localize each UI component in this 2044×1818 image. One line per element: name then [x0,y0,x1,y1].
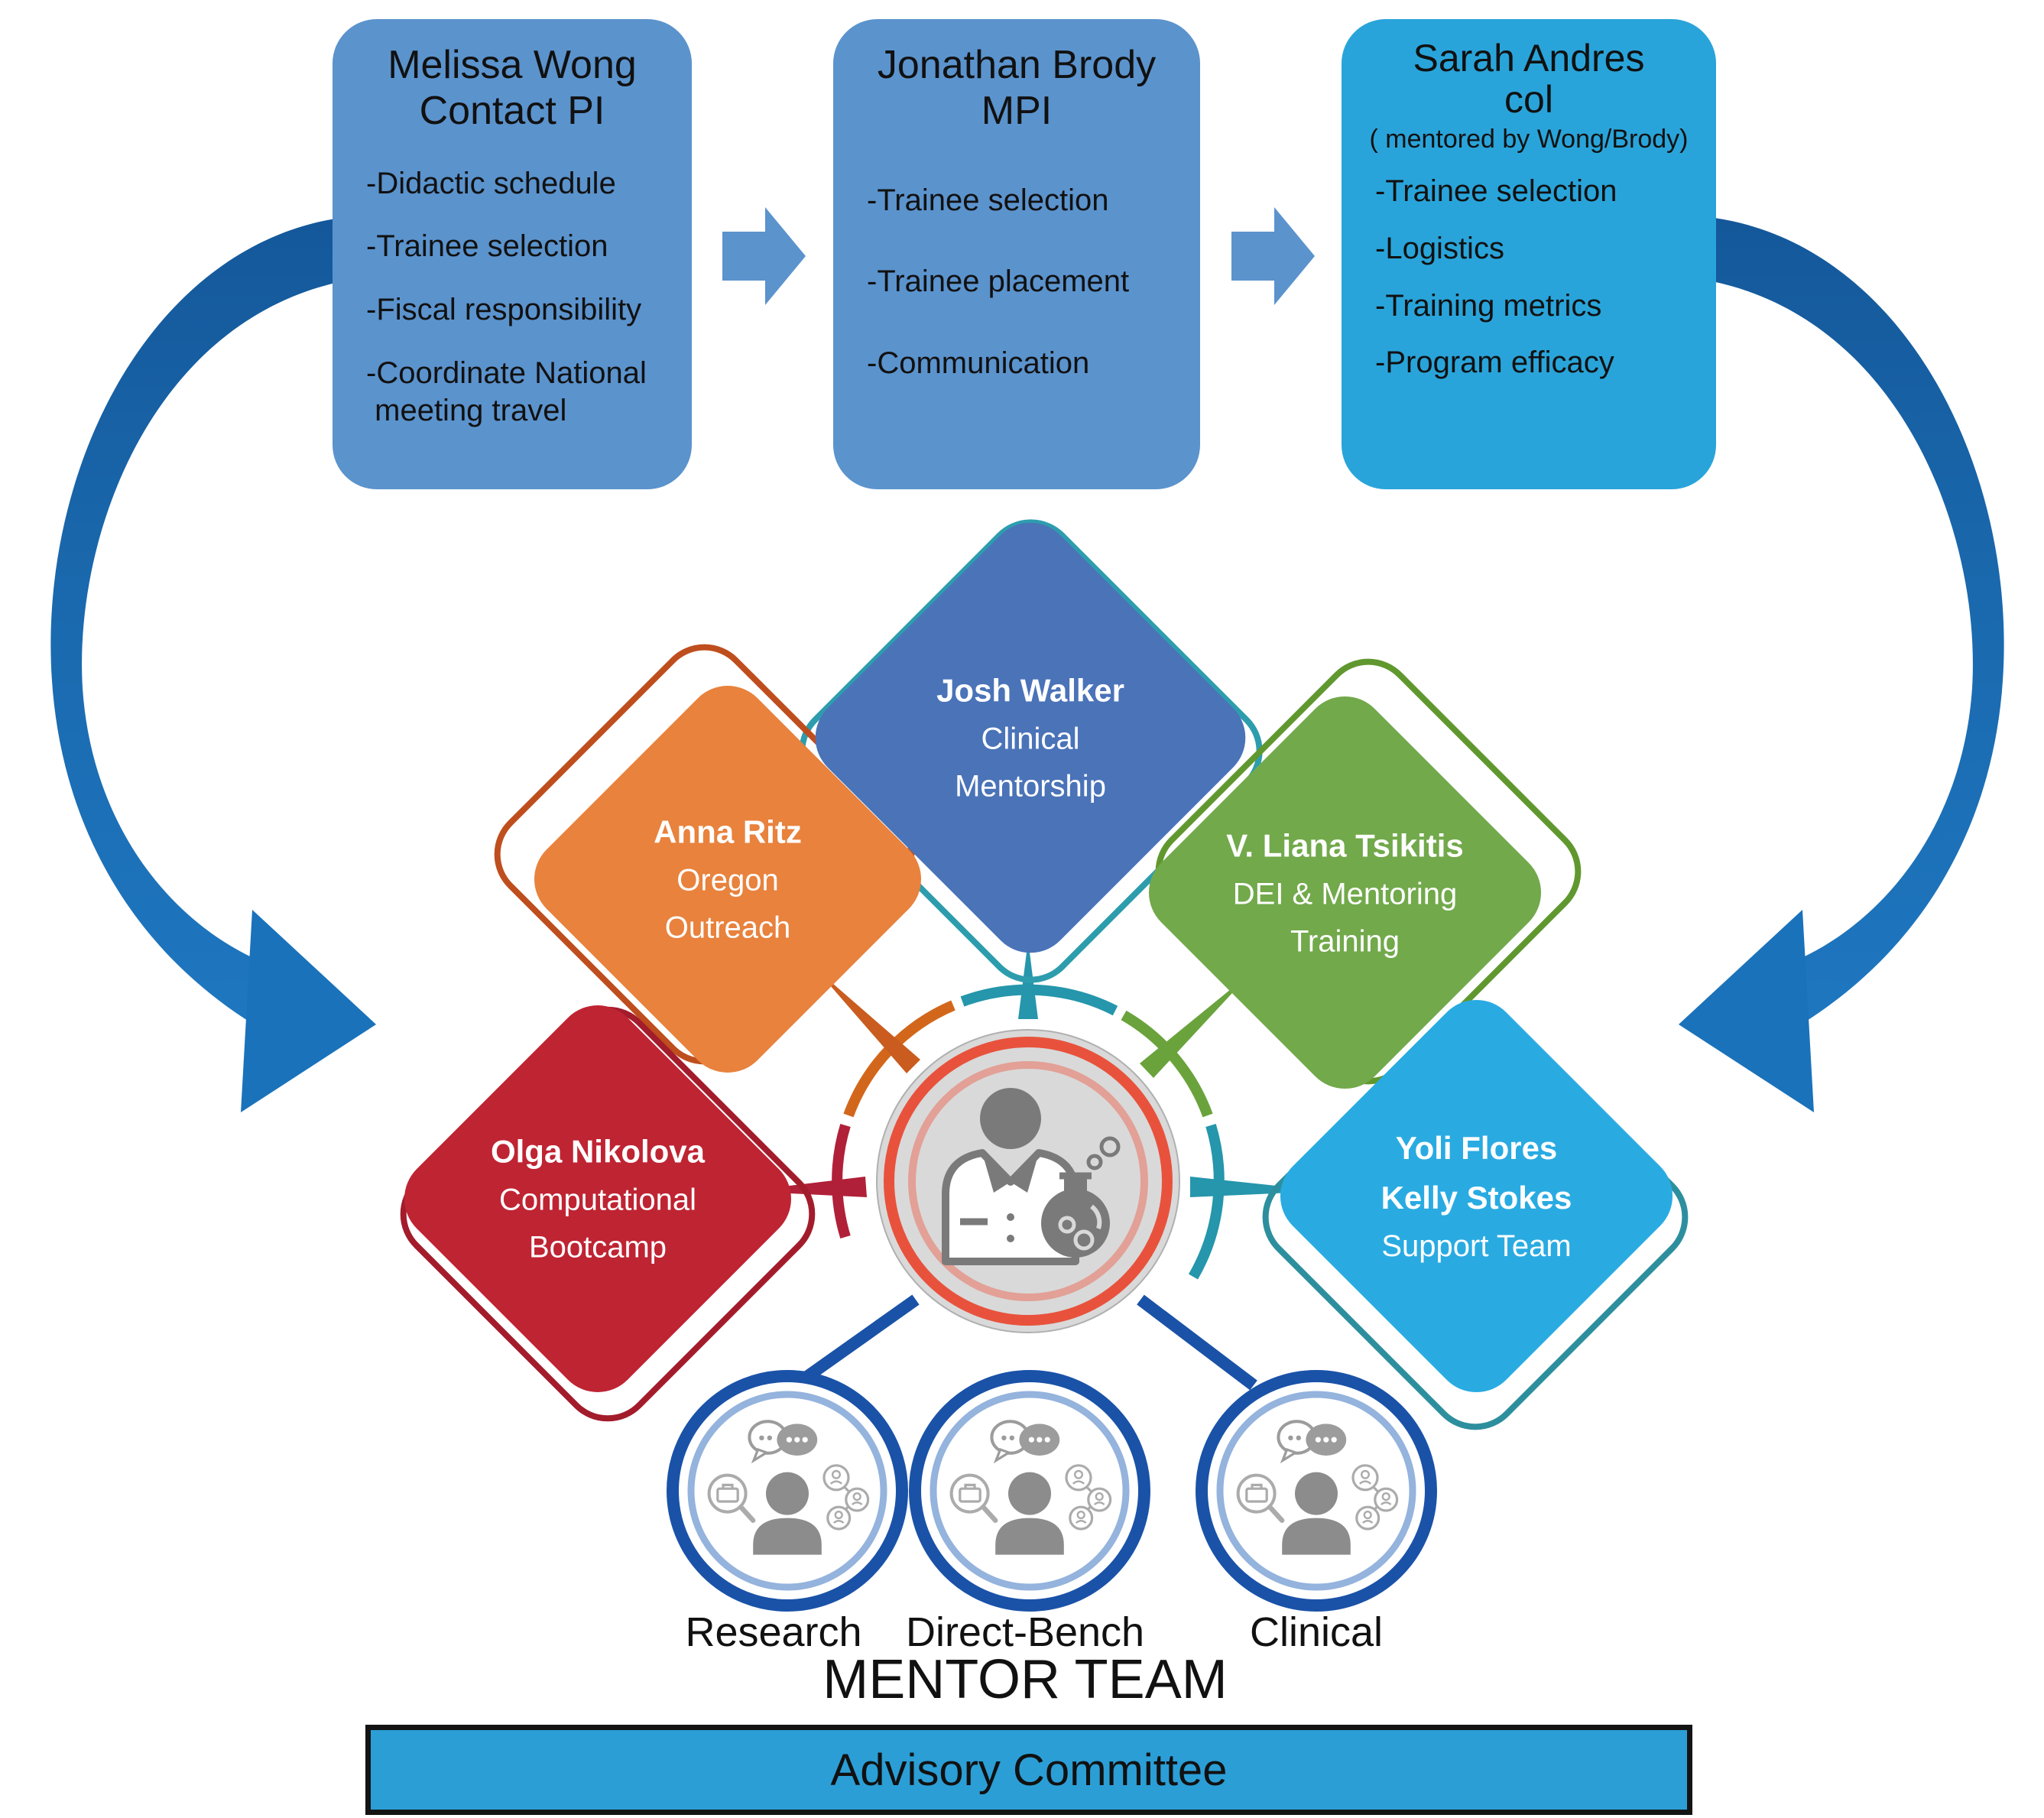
diamond-role: Support Team [1381,1229,1572,1263]
mentor-circle-research [667,1370,908,1612]
cycle-arrow-left [50,218,376,1112]
mentor-circle-label-direct-bench: Direct-Bench [905,1609,1145,1655]
mentor-circle-clinical [1196,1370,1437,1612]
mentor-circle-direct-bench [909,1370,1150,1612]
list-item: -Didactic schedule [366,166,616,200]
list-item: -Program efficacy [1375,346,1614,380]
spoke-needle-top [1018,940,1038,1019]
diamond-role: Training [1290,924,1400,959]
pi-box-title: Melissa Wong Contact PI [388,43,637,134]
list-item: -Trainee placement [867,265,1130,299]
diamond-name: Kelly Stokes [1381,1179,1572,1216]
cycle-arrow-right [1679,218,2004,1112]
pi-box-jonathan-brody: Jonathan Brody MPI -Trainee selection -T… [833,19,1200,489]
list-item: -Fiscal responsibility [366,293,642,327]
spoke-needle-upper-right [1140,972,1251,1078]
connector-line-left [791,1294,920,1391]
list-item: -Trainee selection [867,183,1109,217]
diamond-text: Josh Walker Clinical Mentorship [816,665,1244,810]
hub [876,1029,1180,1333]
diamond-name: Yoli Flores [1395,1129,1558,1166]
diamond-role: Oregon [676,863,779,898]
diamond-role: Mentorship [955,769,1106,803]
diamond-name: Anna Ritz [654,813,802,850]
spoke-arc-teal-right [1188,1123,1225,1280]
list-item: -Training metrics [1375,288,1602,323]
diamond-role: DEI & Mentoring [1232,877,1458,911]
pi-box-subtitle: ( mentored by Wong/Brody) [1369,125,1689,154]
mentor-circle-label-clinical: Clinical [1249,1609,1384,1655]
flow-arrow-right-icon-1 [722,207,806,305]
pi-box-sarah-andres: Sarah Andres col ( mentored by Wong/Brod… [1342,19,1716,489]
pi-box-title: Jonathan Brody MPI [877,43,1157,134]
flow-arrow-right-icon-2 [1231,207,1315,305]
diamond-text: Anna Ritz Oregon Outreach [514,807,942,951]
diamond-text: Olga Nikolova Computational Bootcamp [384,1126,812,1271]
diamond-text: Yoli Flores Kelly Stokes Support Team [1263,1122,1691,1269]
diamond-name: V. Liana Tsikitis [1226,826,1464,863]
diamond-role: Computational [499,1183,696,1217]
spoke-arc-teal-top [960,984,1118,1016]
pi-box-items: -Trainee selection -Logistics -Training … [1342,154,1716,381]
diamond-name: Josh Walker [936,672,1124,709]
diamond-name: Olga Nikolova [490,1133,706,1170]
advisory-committee-label: Advisory Committee [830,1745,1228,1795]
list-item: -Coordinate National meeting travel [366,356,647,427]
list-item: -Trainee selection [1375,174,1617,208]
spoke-arc-green [1121,1010,1213,1118]
diamond-role: Bootcamp [528,1230,667,1264]
pi-box-title: Sarah Andres col [1413,37,1645,121]
spoke-needle-upper-left [815,968,920,1073]
mentor-circle-label-research: Research [685,1609,862,1655]
list-item: -Logistics [1375,231,1504,265]
pi-box-items: -Trainee selection -Trainee placement -C… [833,135,1200,382]
scientist-icon [942,1088,1121,1265]
connector-line-right [1137,1294,1257,1391]
diamond-role: Outreach [664,911,791,945]
advisory-committee-banner: Advisory Committee [365,1725,1692,1815]
list-item: -Communication [867,346,1090,381]
pi-box-melissa-wong: Melissa Wong Contact PI -Didactic schedu… [333,19,692,489]
diamond-text: V. Liana Tsikitis DEI & Mentoring Traini… [1131,820,1559,965]
diamond-role: Clinical [981,722,1080,756]
list-item: -Trainee selection [366,229,608,264]
mentor-team-title: MENTOR TEAM [822,1649,1228,1710]
pi-box-items: -Didactic schedule -Trainee selection -F… [333,135,692,430]
